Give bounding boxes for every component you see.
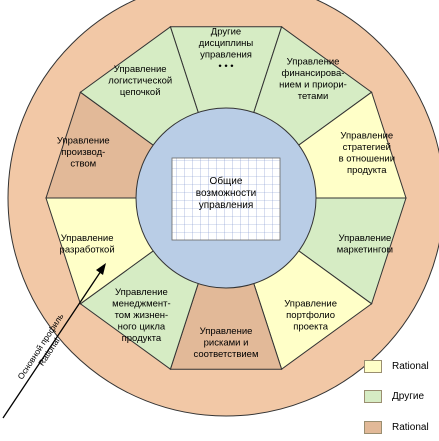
legend-label: Другие bbox=[392, 391, 425, 402]
legend-item-rational-yellow: Rational bbox=[364, 360, 429, 373]
legend-item-rational-brown: Rational bbox=[364, 421, 429, 434]
legend-swatch bbox=[364, 421, 382, 434]
legend-item-other: Другие bbox=[364, 390, 424, 403]
legend-swatch bbox=[364, 390, 382, 403]
center-grid-box bbox=[171, 157, 281, 241]
legend-swatch bbox=[364, 360, 382, 373]
legend-label: Rational bbox=[392, 361, 429, 372]
legend-label: Rational bbox=[392, 422, 429, 433]
